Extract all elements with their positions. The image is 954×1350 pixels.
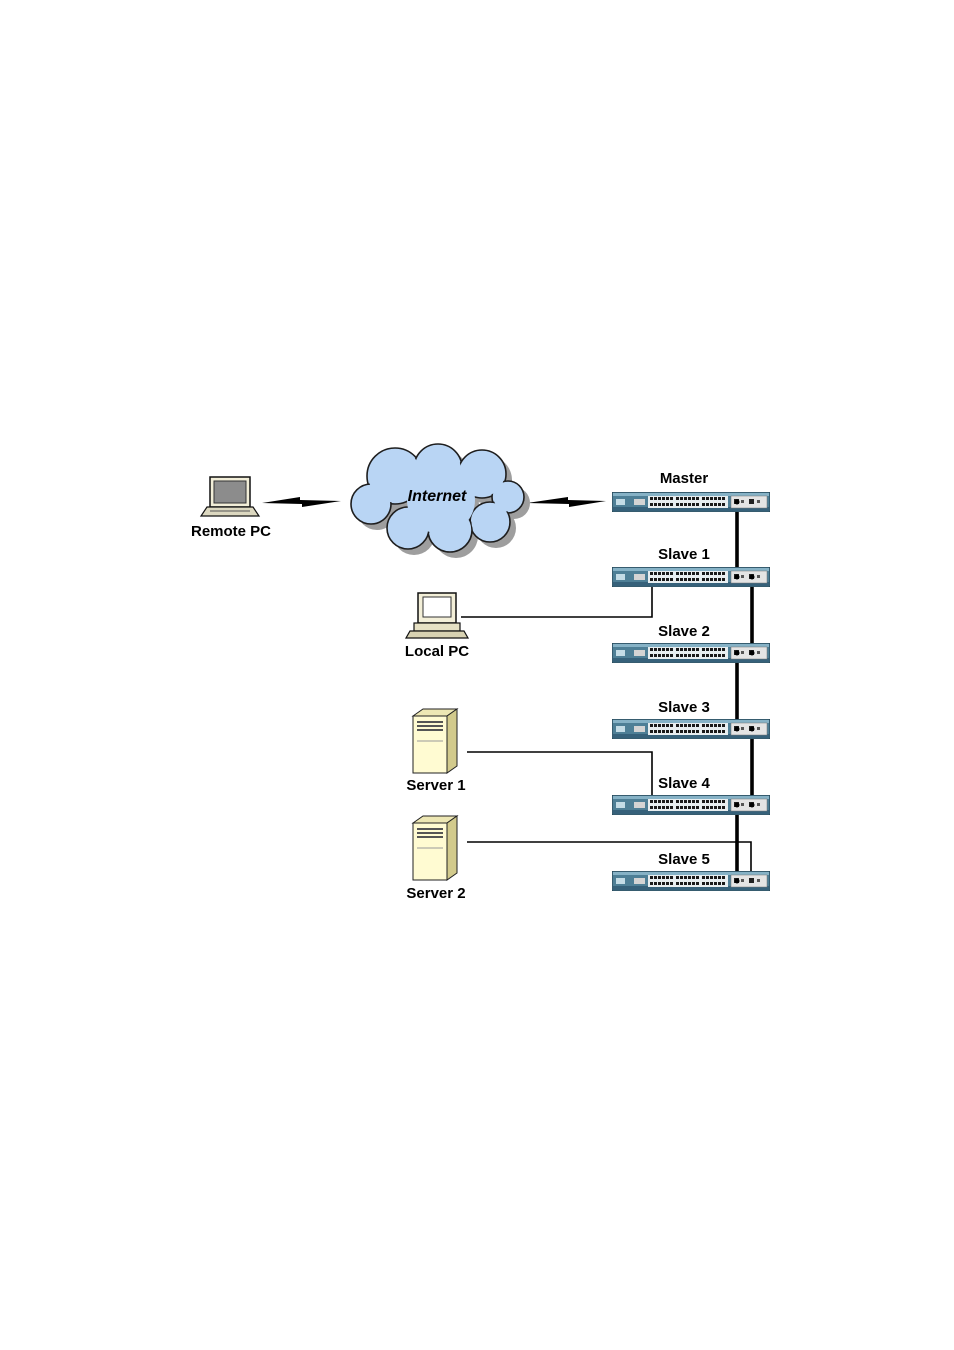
server-2-label: Server 2: [406, 885, 465, 902]
switch-slave-5: Slave 5: [612, 851, 770, 891]
internet-label: Internet: [408, 488, 467, 505]
server-2-node: Server 2: [406, 816, 465, 902]
desktop-pc-icon: [406, 593, 468, 638]
network-switch-icon: [612, 719, 770, 739]
server-tower-icon: [413, 709, 457, 773]
local-pc-node: Local PC: [405, 593, 469, 660]
stack-port-dot: [735, 651, 740, 656]
link-server1-slave4: [467, 752, 652, 797]
switch-slave-2: Slave 2: [612, 623, 770, 663]
switch-slave-3: Slave 3: [612, 699, 770, 739]
network-switch-icon: [612, 871, 770, 891]
internet-node: Internet: [351, 444, 530, 558]
switch-slave-1: Slave 1: [612, 546, 770, 587]
stack-port-dot: [735, 879, 740, 884]
server-1-node: Server 1: [406, 709, 465, 794]
stack-port-dot: [735, 727, 740, 732]
switch-slave-3-label: Slave 3: [658, 699, 710, 716]
wan-link-remote-internet: [262, 497, 341, 507]
wan-link-internet-master: [527, 497, 606, 507]
switch-slave-4-label: Slave 4: [658, 775, 710, 792]
stack-port-dot: [735, 500, 740, 505]
stack-port-dot: [750, 803, 755, 808]
link-localpc-slave1: [461, 586, 652, 617]
switch-master-label: Master: [660, 470, 709, 487]
stack-port-dot: [750, 651, 755, 656]
switch-slave-1-label: Slave 1: [658, 546, 710, 563]
server-tower-icon: [413, 816, 457, 880]
switch-slave-5-label: Slave 5: [658, 851, 710, 868]
stack-port-dot: [750, 727, 755, 732]
stack-port-dot: [750, 575, 755, 580]
network-switch-icon: [612, 643, 770, 663]
stack-port-dot: [735, 575, 740, 580]
network-switch-icon: [612, 567, 770, 587]
remote-pc-label: Remote PC: [191, 523, 271, 540]
laptop-icon: [201, 477, 259, 516]
switch-master: Master: [612, 470, 770, 512]
remote-pc-node: Remote PC: [191, 477, 271, 540]
server-1-label: Server 1: [406, 777, 465, 794]
local-pc-label: Local PC: [405, 643, 469, 660]
stack-port-dot: [735, 803, 740, 808]
switch-slave-4: Slave 4: [612, 775, 770, 815]
switch-slave-2-label: Slave 2: [658, 623, 710, 640]
network-switch-icon: [612, 795, 770, 815]
network-switch-icon: [612, 492, 770, 512]
